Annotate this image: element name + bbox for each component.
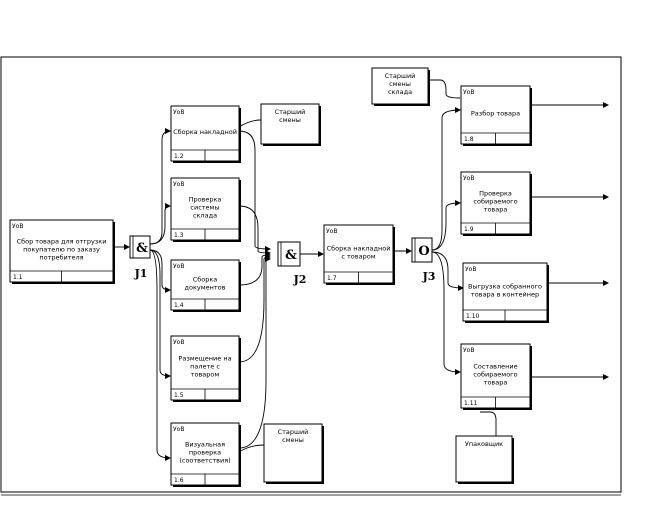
reference-label-line: смены (279, 116, 301, 124)
unit-number: 1.7 (327, 275, 337, 282)
unit-label-line: документов (185, 284, 226, 292)
reference-label-line: Старший (275, 108, 306, 116)
unit-number: 1.4 (174, 302, 184, 309)
unit-prefix: УоB (463, 89, 474, 96)
unit-number: 1.11 (464, 400, 478, 407)
unit-label-line: Сборка накладной (327, 245, 391, 253)
junction-J1: & J1 (129, 235, 151, 280)
reference-label-line: Старший (385, 72, 416, 80)
junction-symbol: & (285, 248, 297, 263)
unit-number: 1.9 (464, 226, 474, 233)
unit-prefix: УоB (326, 228, 337, 235)
unit-label-line: товаром (191, 371, 220, 379)
connection-lines (113, 79, 609, 461)
reference-label-line: склада (388, 88, 412, 96)
unit-label-line: товара (484, 206, 508, 214)
junction-label: J1 (134, 267, 148, 280)
reference-label-line: смены (389, 80, 411, 88)
junction-symbol: & (136, 241, 148, 256)
unit-number: 1.1 (13, 274, 23, 281)
unit-prefix: УоB (173, 263, 184, 270)
unit-prefix: УоB (173, 339, 184, 346)
junction-J2: & J2 (277, 241, 307, 286)
unit-label-line: системы (190, 204, 219, 212)
unit-box-1.1: УоB 1.1 Сбор товара для отгрузкипокупателю… (9, 219, 115, 284)
unit-label-line: Визуальная (185, 441, 225, 449)
unit-prefix: УоB (463, 347, 474, 354)
unit-label-line: палете с (190, 363, 220, 371)
junction-box (277, 241, 301, 267)
unit-label-line: товара (484, 379, 508, 387)
unit-number: 1.8 (464, 136, 474, 143)
unit-number: 1.5 (174, 392, 184, 399)
junction-label: J2 (293, 273, 307, 286)
unit-label-line: проверка (189, 449, 221, 457)
unit-number: 1.3 (174, 232, 184, 239)
unit-box-1.2: УоB 1.2 Сборка накладной (170, 105, 241, 163)
unit-label-line: с товаром (341, 253, 375, 261)
unit-box-1.8: УоB 1.8 Разбор товара (460, 85, 532, 146)
unit-prefix: УоB (173, 426, 184, 433)
unit-prefix: УоB (465, 266, 476, 273)
unit-prefix: УоB (173, 181, 184, 188)
junction-box (411, 237, 433, 263)
unit-number: 1.10 (466, 313, 480, 320)
junctions: & J1 & J2 O J3 (129, 235, 436, 286)
unit-label-line: склада (193, 212, 217, 220)
unit-label-line: собираемого (473, 198, 517, 206)
unit-label-line: Сборка накладной (173, 128, 237, 136)
unit-label-line: товара в контейнер (471, 291, 539, 299)
diagram-frame (0, 56, 622, 493)
unit-label-line: (соответствия) (179, 457, 230, 465)
unit-border (460, 85, 531, 145)
unit-number: 1.6 (174, 477, 184, 484)
reference-label-line: смены (282, 436, 304, 444)
junction-J3: O J3 (411, 237, 436, 283)
units-of-behaviour: УоB 1.1 Сбор товара для отгрузкипокупателю… (9, 85, 549, 487)
unit-prefix: УоB (463, 175, 474, 182)
unit-label-line: Проверка (189, 196, 222, 204)
reference-boxes: СтаршийсменыСтаршийсменыСтаршийсменыскла… (260, 67, 514, 484)
junction-box (129, 235, 151, 259)
unit-label-line: Сборка (193, 276, 218, 284)
unit-label-line: Составление (473, 363, 517, 371)
junction-symbol: O (418, 244, 429, 259)
junction-label: J3 (422, 270, 436, 283)
unit-prefix: УоB (173, 109, 184, 116)
unit-label-line: Размещение на (178, 355, 231, 363)
reference-label-line: Упаковщик (465, 440, 503, 448)
unit-label-line: потребителя (39, 254, 83, 262)
unit-prefix: УоB (12, 223, 23, 230)
reference-box-4: Упаковщик (455, 435, 514, 484)
unit-label-line: Сбор товара для отгрузки (17, 238, 107, 246)
unit-label-line: Проверка (479, 190, 512, 198)
unit-label-line: покупателю по заказу (23, 246, 100, 254)
unit-label-line: собираемого (473, 371, 517, 379)
reference-label-line: Старший (278, 428, 309, 436)
unit-number: 1.2 (174, 153, 184, 160)
unit-label-line: Разбор товара (471, 110, 520, 118)
unit-label-line: Выгрузка собранного (468, 283, 542, 291)
